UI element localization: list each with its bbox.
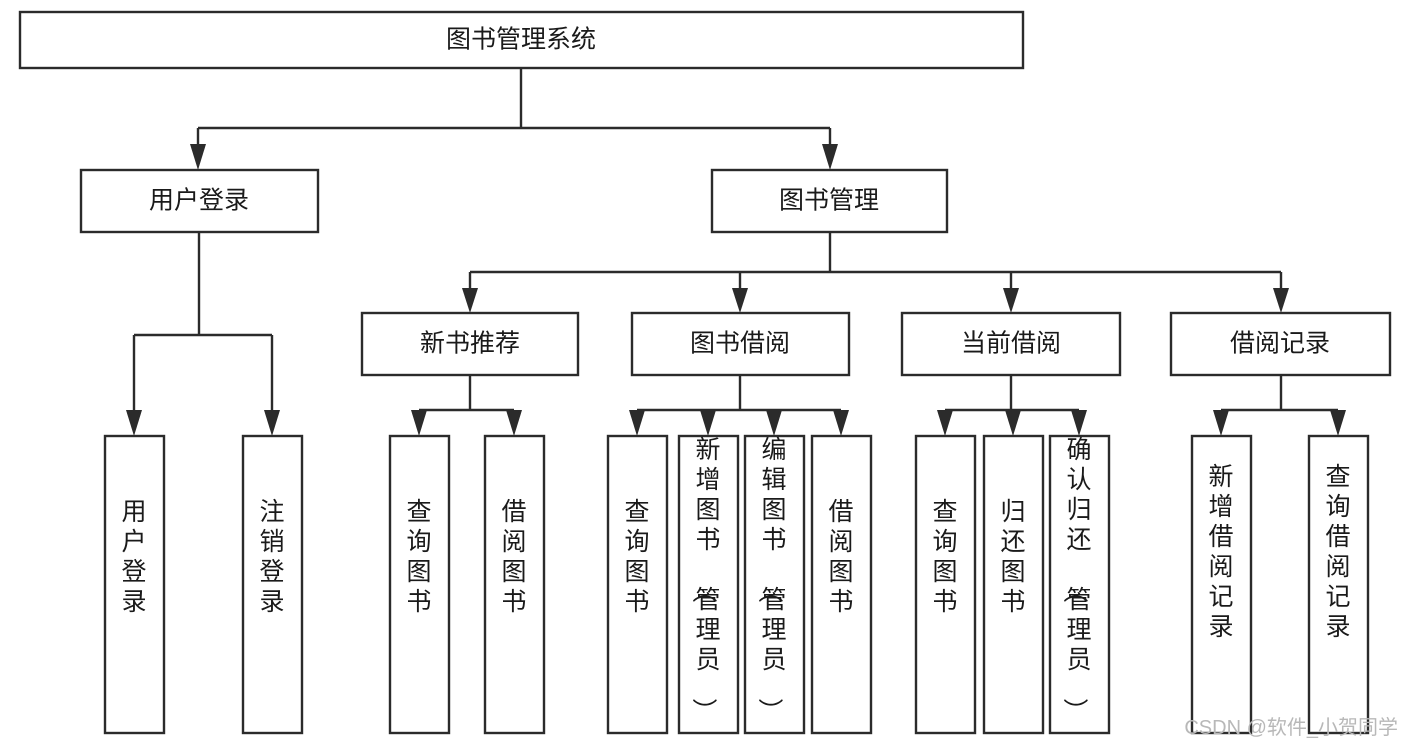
leaf-borrow-record-1[interactable]: 查询借阅记录 bbox=[1307, 434, 1370, 735]
node-new-book-recommend-box[interactable] bbox=[360, 311, 580, 377]
connector-group-root-to-level2 bbox=[190, 68, 838, 170]
connector-group-book-borrow-to-leaves bbox=[629, 375, 849, 436]
arrowhead-to-current-borrow bbox=[1003, 288, 1019, 313]
leaf-current-borrow-0-label: 查询图书 bbox=[932, 498, 957, 616]
connector-group-current-borrow-to-leaves bbox=[937, 375, 1087, 436]
leaf-book-borrow-2[interactable]: 编辑图书（管理员） bbox=[743, 434, 806, 735]
node-book-manage[interactable]: 图书管理 bbox=[710, 168, 949, 234]
leaf-new-book-0-label: 查询图书 bbox=[406, 498, 431, 616]
connector-group-borrow-record-to-leaves bbox=[1213, 375, 1346, 436]
leaf-new-book-1-box[interactable] bbox=[483, 434, 546, 735]
leaf-book-borrow-1-label: 新增图书（管理员） bbox=[689, 436, 720, 723]
leaf-current-borrow-2-label: 确认归还（管理员） bbox=[1060, 436, 1091, 723]
leaf-current-borrow-2[interactable]: 确认归还（管理员） bbox=[1048, 434, 1111, 735]
node-current-borrow-label: 当前借阅 bbox=[961, 330, 1061, 358]
leaf-user-login-1-box[interactable] bbox=[241, 434, 304, 735]
leaf-book-borrow-0-box[interactable] bbox=[606, 434, 669, 735]
arrowhead-to-book-manage bbox=[822, 144, 838, 170]
node-borrow-record-label: 借阅记录 bbox=[1230, 330, 1330, 358]
node-current-borrow[interactable]: 当前借阅 bbox=[900, 311, 1122, 377]
leaf-book-borrow-2-label: 编辑图书（管理员） bbox=[755, 436, 786, 723]
leaf-current-borrow-1-box[interactable] bbox=[982, 434, 1045, 735]
arrowhead-user-login-leaf-1 bbox=[264, 410, 280, 436]
node-book-manage-box[interactable] bbox=[710, 168, 949, 234]
leaf-current-borrow-1[interactable]: 归还图书 bbox=[982, 434, 1045, 735]
leaf-borrow-record-1-box[interactable] bbox=[1307, 434, 1370, 735]
leaf-book-borrow-1[interactable]: 新增图书（管理员） bbox=[677, 434, 740, 735]
leaf-user-login-1-label: 注销登录 bbox=[259, 498, 284, 616]
node-root-system[interactable]: 图书管理系统 bbox=[18, 10, 1025, 70]
leaf-book-borrow-2-box[interactable] bbox=[743, 434, 806, 735]
leaf-current-borrow-0[interactable]: 查询图书 bbox=[914, 434, 977, 735]
node-borrow-record[interactable]: 借阅记录 bbox=[1169, 311, 1392, 377]
arrowhead-book-borrow-leaf-0 bbox=[629, 410, 645, 436]
arrowhead-to-book-borrow bbox=[732, 288, 748, 313]
node-book-manage-label: 图书管理 bbox=[779, 187, 879, 215]
leaf-book-borrow-3[interactable]: 借阅图书 bbox=[810, 434, 873, 735]
node-user-login[interactable]: 用户登录 bbox=[79, 168, 320, 234]
leaf-new-book-0-box[interactable] bbox=[388, 434, 451, 735]
arrowhead-borrow-record-leaf-0 bbox=[1213, 410, 1229, 436]
arrowhead-book-borrow-leaf-1 bbox=[700, 410, 716, 436]
leaf-current-borrow-2-box[interactable] bbox=[1048, 434, 1111, 735]
connector-user-login-branch bbox=[132, 232, 274, 418]
leaf-user-login-1[interactable]: 注销登录 bbox=[241, 434, 304, 735]
node-borrow-record-box[interactable] bbox=[1169, 311, 1392, 377]
arrowhead-book-borrow-leaf-3 bbox=[833, 410, 849, 436]
arrowhead-to-new-book bbox=[462, 288, 478, 313]
node-new-book-recommend-label: 新书推荐 bbox=[420, 330, 520, 358]
node-root-system-box[interactable] bbox=[18, 10, 1025, 70]
node-book-borrow[interactable]: 图书借阅 bbox=[630, 311, 851, 377]
arrowhead-current-borrow-leaf-2 bbox=[1071, 410, 1087, 436]
node-book-borrow-box[interactable] bbox=[630, 311, 851, 377]
node-current-borrow-box[interactable] bbox=[900, 311, 1122, 377]
arrowhead-current-borrow-leaf-0 bbox=[937, 410, 953, 436]
node-root-system-label: 图书管理系统 bbox=[446, 26, 596, 54]
leaf-book-borrow-3-label: 借阅图书 bbox=[828, 498, 853, 616]
csdn-watermark: CSDN @软件_小贺同学 bbox=[1184, 716, 1398, 739]
leaf-book-borrow-0-label: 查询图书 bbox=[624, 498, 649, 616]
connector-group-book-manage-to-level3 bbox=[462, 232, 1289, 313]
arrowhead-new-book-leaf-0 bbox=[411, 410, 427, 436]
leaf-user-login-0-label: 用户登录 bbox=[121, 498, 146, 616]
connector-book-manage-branch bbox=[468, 232, 1283, 296]
connector-root-branch bbox=[196, 68, 832, 152]
leaf-borrow-record-0-label: 新增借阅记录 bbox=[1208, 463, 1233, 641]
leaf-new-book-1[interactable]: 借阅图书 bbox=[483, 434, 546, 735]
leaf-current-borrow-1-label: 归还图书 bbox=[1000, 498, 1025, 616]
connector-group-user-login-to-leaves bbox=[126, 232, 280, 436]
leaf-new-book-1-label: 借阅图书 bbox=[501, 498, 526, 616]
arrowhead-book-borrow-leaf-2 bbox=[766, 410, 782, 436]
connector-group-new-book-to-leaves bbox=[411, 375, 522, 436]
leaf-new-book-0[interactable]: 查询图书 bbox=[388, 434, 451, 735]
leaf-book-borrow-3-box[interactable] bbox=[810, 434, 873, 735]
leaf-user-login-0[interactable]: 用户登录 bbox=[103, 434, 166, 735]
node-user-login-box[interactable] bbox=[79, 168, 320, 234]
leaf-borrow-record-1-label: 查询借阅记录 bbox=[1325, 463, 1350, 641]
node-new-book-recommend[interactable]: 新书推荐 bbox=[360, 311, 580, 377]
arrowhead-user-login-leaf-0 bbox=[126, 410, 142, 436]
leaf-user-login-0-box[interactable] bbox=[103, 434, 166, 735]
leaf-book-borrow-1-box[interactable] bbox=[677, 434, 740, 735]
node-user-login-label: 用户登录 bbox=[149, 187, 249, 215]
arrowhead-new-book-leaf-1 bbox=[506, 410, 522, 436]
connector-new-book-branch bbox=[417, 375, 516, 418]
arrowhead-borrow-record-leaf-1 bbox=[1330, 410, 1346, 436]
node-book-borrow-label: 图书借阅 bbox=[690, 330, 790, 358]
leaf-borrow-record-0[interactable]: 新增借阅记录 bbox=[1190, 434, 1253, 735]
leaf-borrow-record-0-box[interactable] bbox=[1190, 434, 1253, 735]
connector-book-borrow-branch bbox=[635, 375, 843, 418]
arrowhead-to-borrow-record bbox=[1273, 288, 1289, 313]
connector-borrow-record-branch bbox=[1219, 375, 1340, 418]
leaf-book-borrow-0[interactable]: 查询图书 bbox=[606, 434, 669, 735]
leaf-current-borrow-0-box[interactable] bbox=[914, 434, 977, 735]
arrowhead-current-borrow-leaf-1 bbox=[1005, 410, 1021, 436]
arrowhead-to-user-login bbox=[190, 144, 206, 170]
